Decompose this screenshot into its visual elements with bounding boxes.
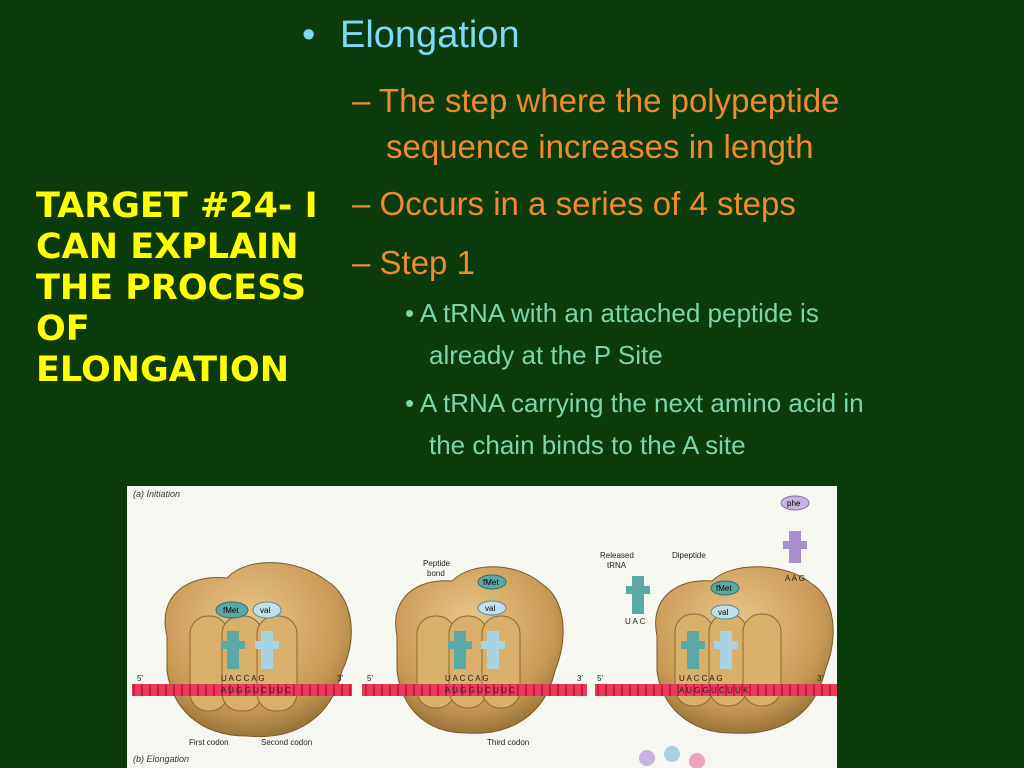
svg-text:Dipeptide: Dipeptide bbox=[672, 551, 706, 560]
sub-bullet-1-line2: sequence increases in length bbox=[386, 128, 814, 165]
svg-text:phe: phe bbox=[787, 499, 801, 508]
mrna-strand-1 bbox=[132, 684, 352, 696]
elongation-figure: (a) Initiation (b) Elongation fMet val U… bbox=[127, 486, 837, 768]
sub-bullet-3: – Step 1 bbox=[352, 244, 475, 281]
svg-text:val: val bbox=[260, 606, 270, 615]
subsub-bullet-2: • A tRNA carrying the next amino acid in… bbox=[405, 382, 864, 466]
svg-text:Peptide: Peptide bbox=[423, 559, 451, 568]
svg-text:5′: 5′ bbox=[367, 674, 373, 683]
third-codon-label: Third codon bbox=[487, 738, 529, 747]
svg-text:bond: bond bbox=[427, 569, 445, 578]
svg-text:5′: 5′ bbox=[597, 674, 603, 683]
svg-text:U A C C A G: U A C C A G bbox=[221, 674, 265, 683]
sub-bullet-1-line1: – The step where the polypeptide bbox=[352, 82, 840, 119]
svg-text:U A C: U A C bbox=[625, 617, 646, 626]
svg-text:tRNA: tRNA bbox=[607, 561, 627, 570]
svg-text:fMet: fMet bbox=[223, 606, 239, 615]
svg-text:A U G G U C U U C: A U G G U C U U C bbox=[445, 686, 515, 695]
subsub-bullet-1: • A tRNA with an attached peptide is alr… bbox=[405, 292, 819, 376]
svg-text:3′: 3′ bbox=[577, 674, 583, 683]
subsub-bullet-dot: • bbox=[405, 388, 415, 418]
svg-text:val: val bbox=[718, 608, 728, 617]
sub-bullet-2: – Occurs in a series of 4 steps bbox=[352, 185, 796, 222]
ribosome-panel-3: fMet val U A C C A G U A C Released tRNA… bbox=[600, 495, 834, 734]
subsub-bullet-dot: • bbox=[405, 298, 415, 328]
bullet-dot: • bbox=[302, 14, 316, 56]
svg-text:A U G G U C U U K: A U G G U C U U K bbox=[679, 686, 749, 695]
subsub-bullet-1-line2: already at the P Site bbox=[429, 340, 663, 370]
ribosome-panel-2: fMet val U A C C A G Peptide bond bbox=[395, 559, 564, 734]
svg-text:fMet: fMet bbox=[716, 584, 732, 593]
svg-text:fMet: fMet bbox=[483, 578, 499, 587]
svg-text:U A C C A G: U A C C A G bbox=[679, 674, 723, 683]
mrna-strand-3 bbox=[595, 684, 837, 696]
first-codon-label: First codon bbox=[189, 738, 229, 747]
label-elongation: (b) Elongation bbox=[133, 754, 189, 764]
svg-text:A A G: A A G bbox=[785, 574, 805, 583]
svg-text:5′: 5′ bbox=[137, 674, 143, 683]
second-codon-label: Second codon bbox=[261, 738, 312, 747]
bullet-elongation: • Elongation bbox=[302, 14, 520, 57]
ribosome-panel-1: fMet val U A C C A G bbox=[164, 562, 352, 738]
svg-text:Released: Released bbox=[600, 551, 634, 560]
bullet-text: Elongation bbox=[340, 14, 520, 56]
svg-text:3′: 3′ bbox=[817, 674, 823, 683]
sub-bullet-1: – The step where the polypeptide sequenc… bbox=[352, 78, 839, 170]
svg-text:A U G G U C U U C: A U G G U C U U C bbox=[221, 686, 291, 695]
label-initiation: (a) Initiation bbox=[133, 489, 180, 499]
mrna-strand-2 bbox=[362, 684, 587, 696]
svg-text:val: val bbox=[485, 604, 495, 613]
subsub-bullet-2-line1: A tRNA carrying the next amino acid in bbox=[419, 388, 864, 418]
svg-text:3′: 3′ bbox=[337, 674, 343, 683]
subsub-bullet-1-line1: A tRNA with an attached peptide is bbox=[419, 298, 819, 328]
slide-title: Target #24- I can explain the process of… bbox=[36, 186, 318, 390]
svg-text:U A C C A G: U A C C A G bbox=[445, 674, 489, 683]
subsub-bullet-2-line2: the chain binds to the A site bbox=[429, 430, 746, 460]
